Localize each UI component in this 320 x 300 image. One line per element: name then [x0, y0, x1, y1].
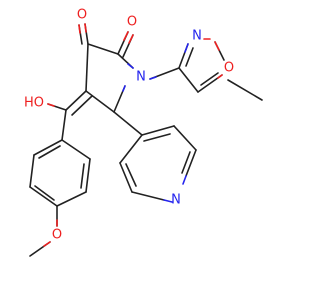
structure-canvas: O O HO N N O N O [23, 7, 263, 257]
atom-oh: HO [24, 96, 44, 111]
bond-exo-aryl [61, 109, 67, 141]
bond-ar-inner-3 [38, 145, 61, 159]
bond-ar-5 [29, 154, 35, 188]
atom-o-dione-right: O [127, 15, 137, 30]
bond-c2-o-a-red [123, 31, 129, 41]
atom-labels: O O HO N N O N O [24, 8, 234, 243]
bond-ar-6 [33, 139, 63, 156]
bond-py-6 [119, 134, 143, 164]
bond-ar-inner-2 [34, 185, 55, 201]
bond-isox-ch3 [227, 79, 263, 101]
bond-oh-red [47, 103, 55, 107]
bond-c3-o-a-red [84, 23, 87, 33]
bond-ar-2 [85, 158, 91, 193]
bond-ar-3 [56, 191, 87, 207]
bond-n1-blue-2 [122, 85, 126, 92]
bond-isox-o-red [214, 41, 220, 51]
bond-n1-blue-1 [127, 63, 134, 69]
atom-n-pyrrolidine: N [136, 70, 146, 85]
bond-py-4 [131, 191, 165, 201]
bond-ar-inner-1 [80, 163, 85, 189]
bond-ar-4 [29, 186, 58, 207]
bond-py-3 [185, 149, 197, 177]
bond-c4-c3 [85, 43, 89, 92]
bond-c3-o-b-red [78, 24, 81, 34]
bond-c5-c4 [85, 90, 115, 113]
bond-isox-o-red-2 [217, 74, 223, 79]
bond-py-inner-3 [125, 163, 137, 187]
bond-ometh-red-2 [43, 241, 51, 247]
atom-n-pyridine: N [171, 193, 181, 208]
bond-py-5 [119, 162, 133, 193]
bond-isox-inner-1 [185, 47, 194, 67]
bond-py-1 [141, 125, 175, 136]
bond-isox-inner-2 [200, 72, 219, 86]
atom-o-isoxazole: O [224, 61, 234, 76]
hetero-bond-segments [43, 23, 223, 247]
bond-c5-py [113, 111, 143, 136]
bond-c2-o-b-red [128, 34, 134, 44]
bond-py-2 [173, 125, 197, 151]
bonds [29, 41, 263, 257]
bond-ar-1 [61, 139, 91, 160]
bond-c4-exo-2 [71, 95, 93, 116]
bond-py-n-blue-2 [163, 199, 173, 203]
atom-n-isoxazole: N [192, 29, 202, 44]
bond-n1-blue-3 [149, 76, 157, 80]
atom-o-dione-top: O [77, 8, 87, 23]
molecule-structure: O O HO N N O N O [24, 8, 263, 257]
bond-c4-exo-1 [65, 90, 87, 111]
bond-c3-c2 [87, 43, 119, 55]
bond-isox-n-blue [184, 43, 189, 53]
bond-isox-4 [178, 67, 199, 93]
atom-o-methoxy: O [52, 228, 62, 243]
bond-py-inner-2 [181, 151, 191, 174]
bond-py-n-blue-1 [182, 175, 187, 185]
bond-py-inner-1 [143, 133, 171, 142]
